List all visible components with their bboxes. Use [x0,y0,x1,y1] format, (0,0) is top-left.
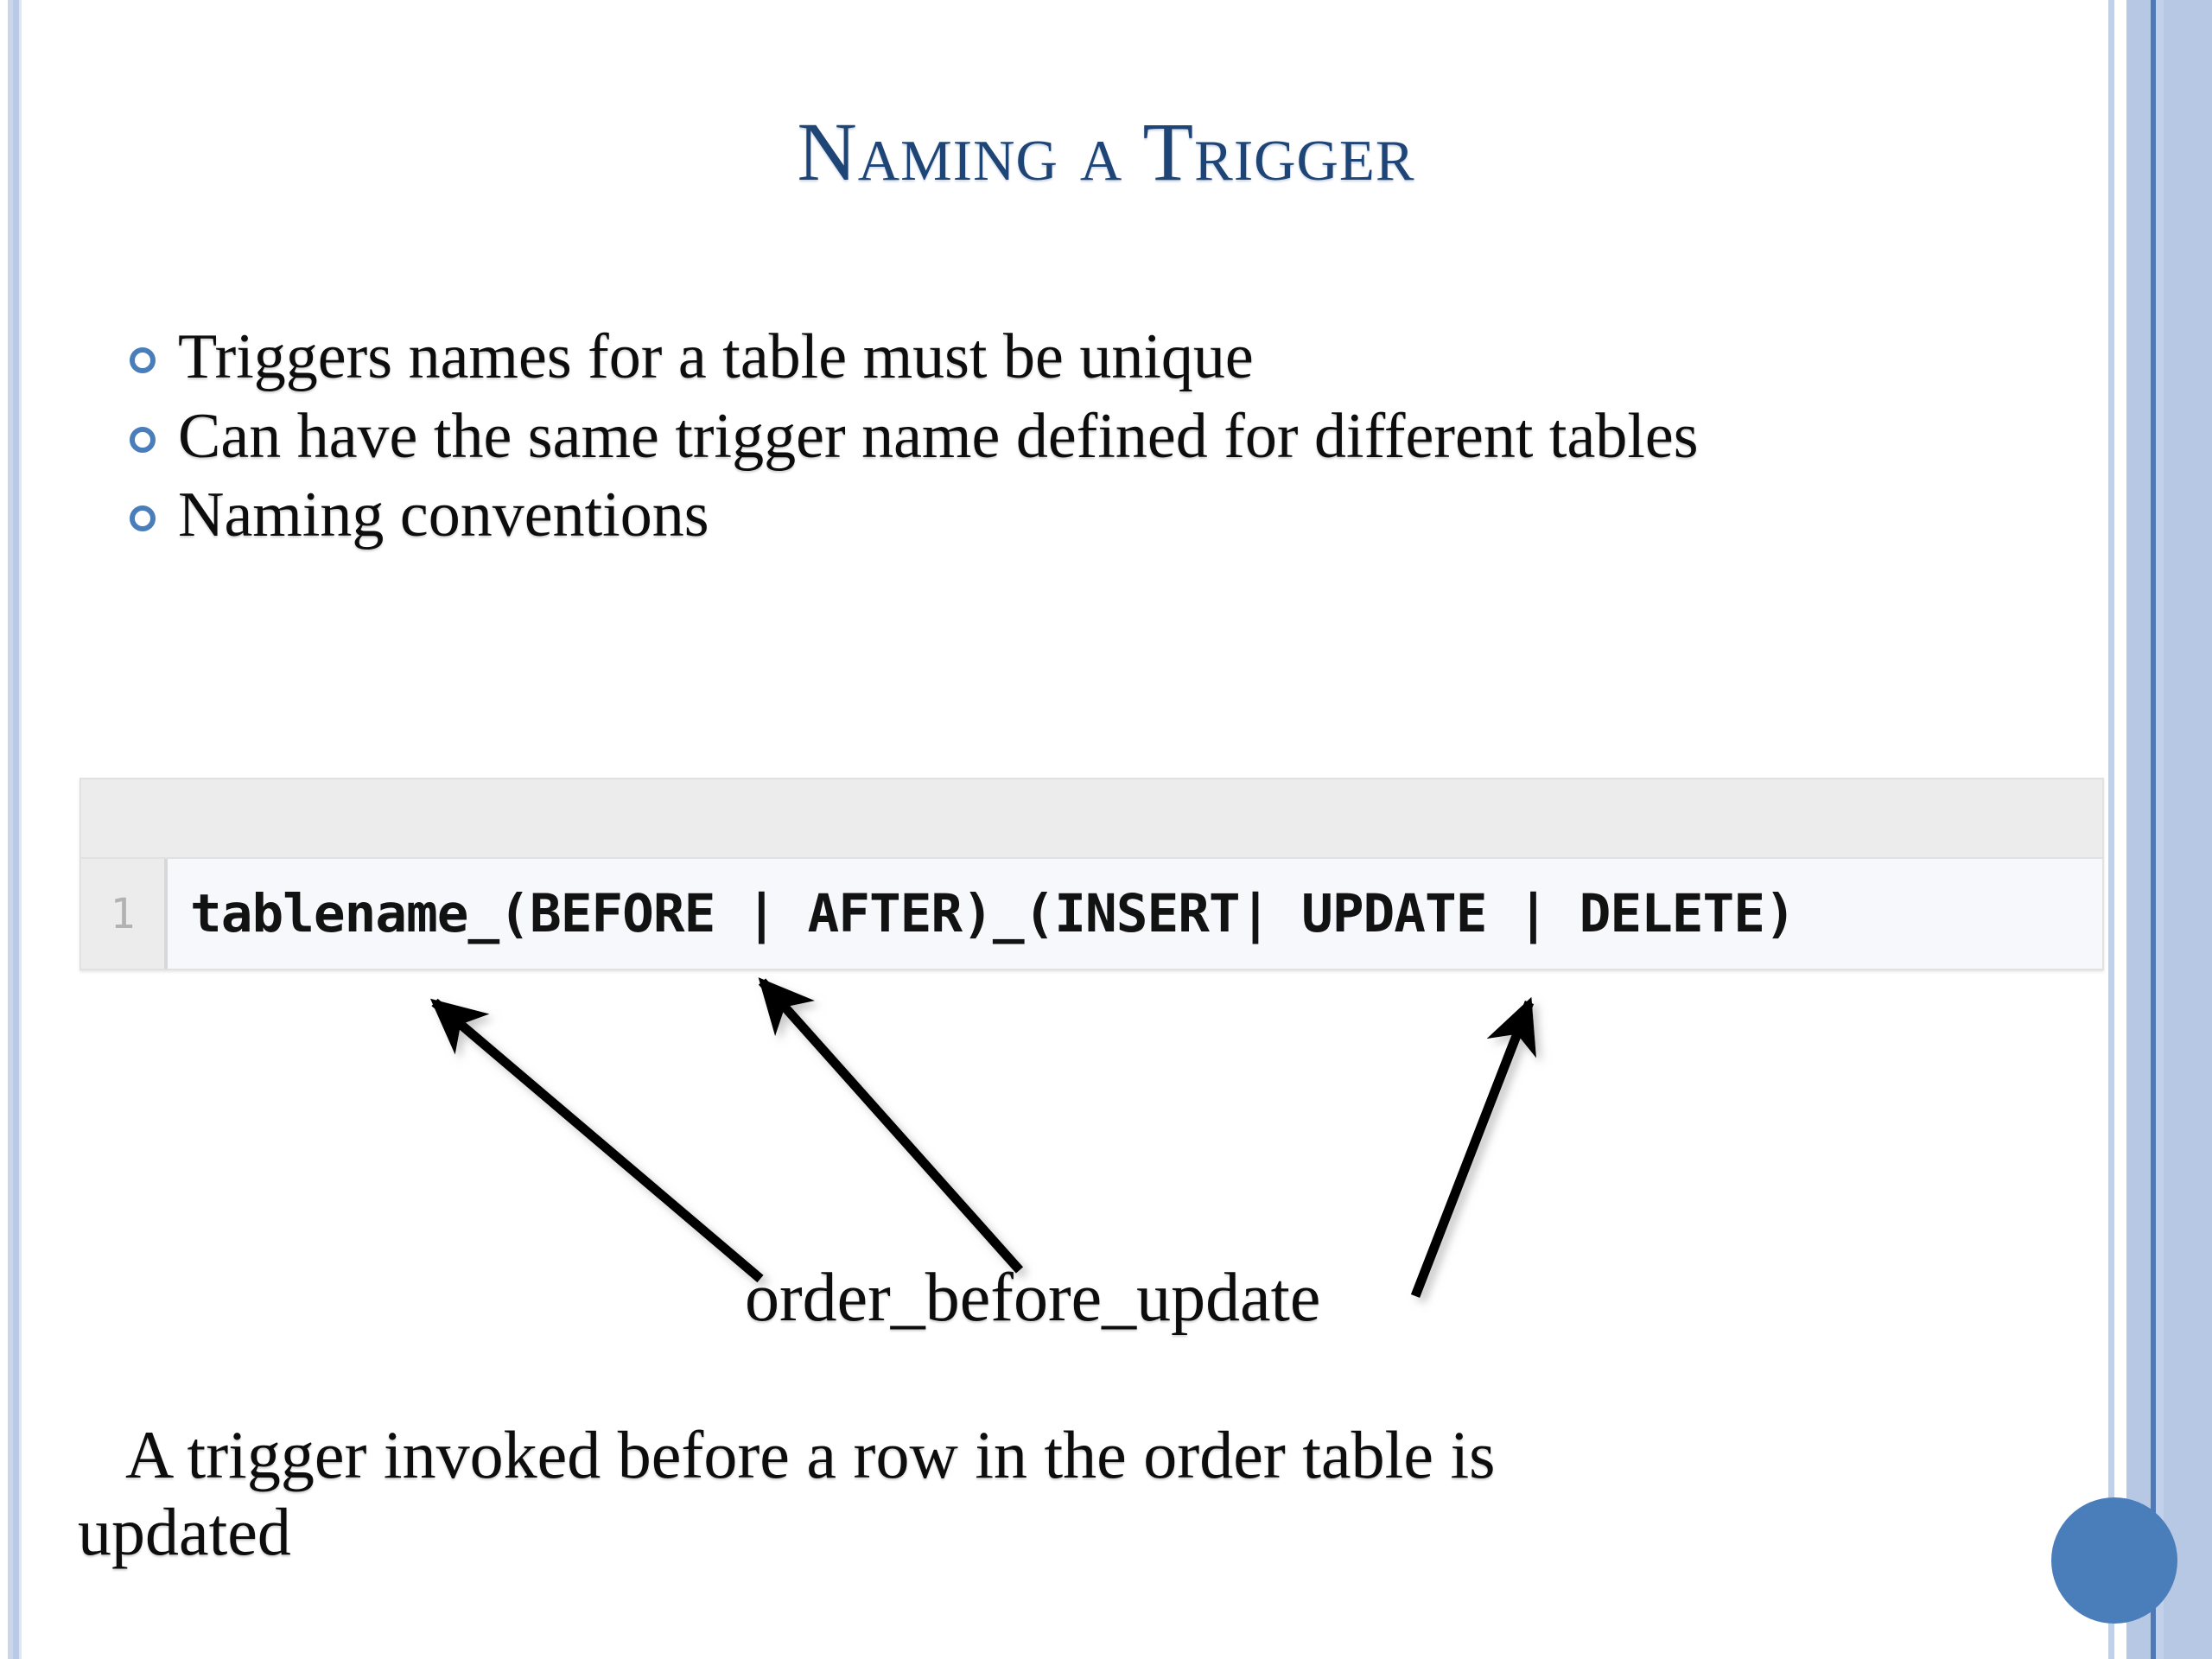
footnote: A trigger invoked before a row in the or… [78,1417,1983,1571]
left-edge-stripe-outer [8,0,13,1659]
annotation-label: order_before_update [745,1260,1321,1336]
slide-title: Naming a Trigger [797,105,1415,198]
bullet-item-text: Naming conventions [178,480,709,551]
right-edge-stripe-light [2156,0,2164,1659]
arrow-to-update [1410,996,1537,1298]
bullet-item-text: Can have the same trigger name defined f… [178,400,1699,472]
list-item: Triggers names for a table must be uniqu… [130,321,1858,394]
left-edge-stripe-inner [19,0,22,1659]
right-edge-stripe-band-inner [2126,0,2151,1659]
footnote-line-1: A trigger invoked before a row in the or… [125,1417,1496,1492]
footnote-line-2: updated [78,1493,291,1569]
right-edge-stripe-accent-line [2151,0,2156,1659]
decorative-circle [2051,1497,2177,1624]
bullet-list: Triggers names for a table must be uniqu… [130,321,1858,559]
list-item: Naming conventions [130,480,1858,552]
right-edge-stripe-band-outer [2164,0,2212,1659]
arrow-to-tablename [429,998,764,1283]
code-line-text: tablename_(BEFORE | AFTER)_(INSERT| UPDA… [190,883,1796,944]
code-line-row: 1 tablename_(BEFORE | AFTER)_(INSERT| UP… [81,859,2102,969]
code-block-header [81,779,2102,859]
list-item: Can have the same trigger name defined f… [130,401,1858,474]
right-edge-stripe-gap [2114,0,2126,1659]
right-edge-stripe-thin [2108,0,2114,1659]
code-gutter-separator [164,859,168,969]
code-block: 1 tablename_(BEFORE | AFTER)_(INSERT| UP… [79,778,2104,970]
left-edge-stripe-mid [13,0,19,1659]
bullet-circle-icon [130,347,156,373]
code-line-number: 1 [81,859,164,969]
bullet-circle-icon [130,505,156,532]
bullet-circle-icon [130,426,156,453]
arrow-to-before [758,977,1024,1274]
bullet-item-text: Triggers names for a table must be uniqu… [178,321,1254,392]
